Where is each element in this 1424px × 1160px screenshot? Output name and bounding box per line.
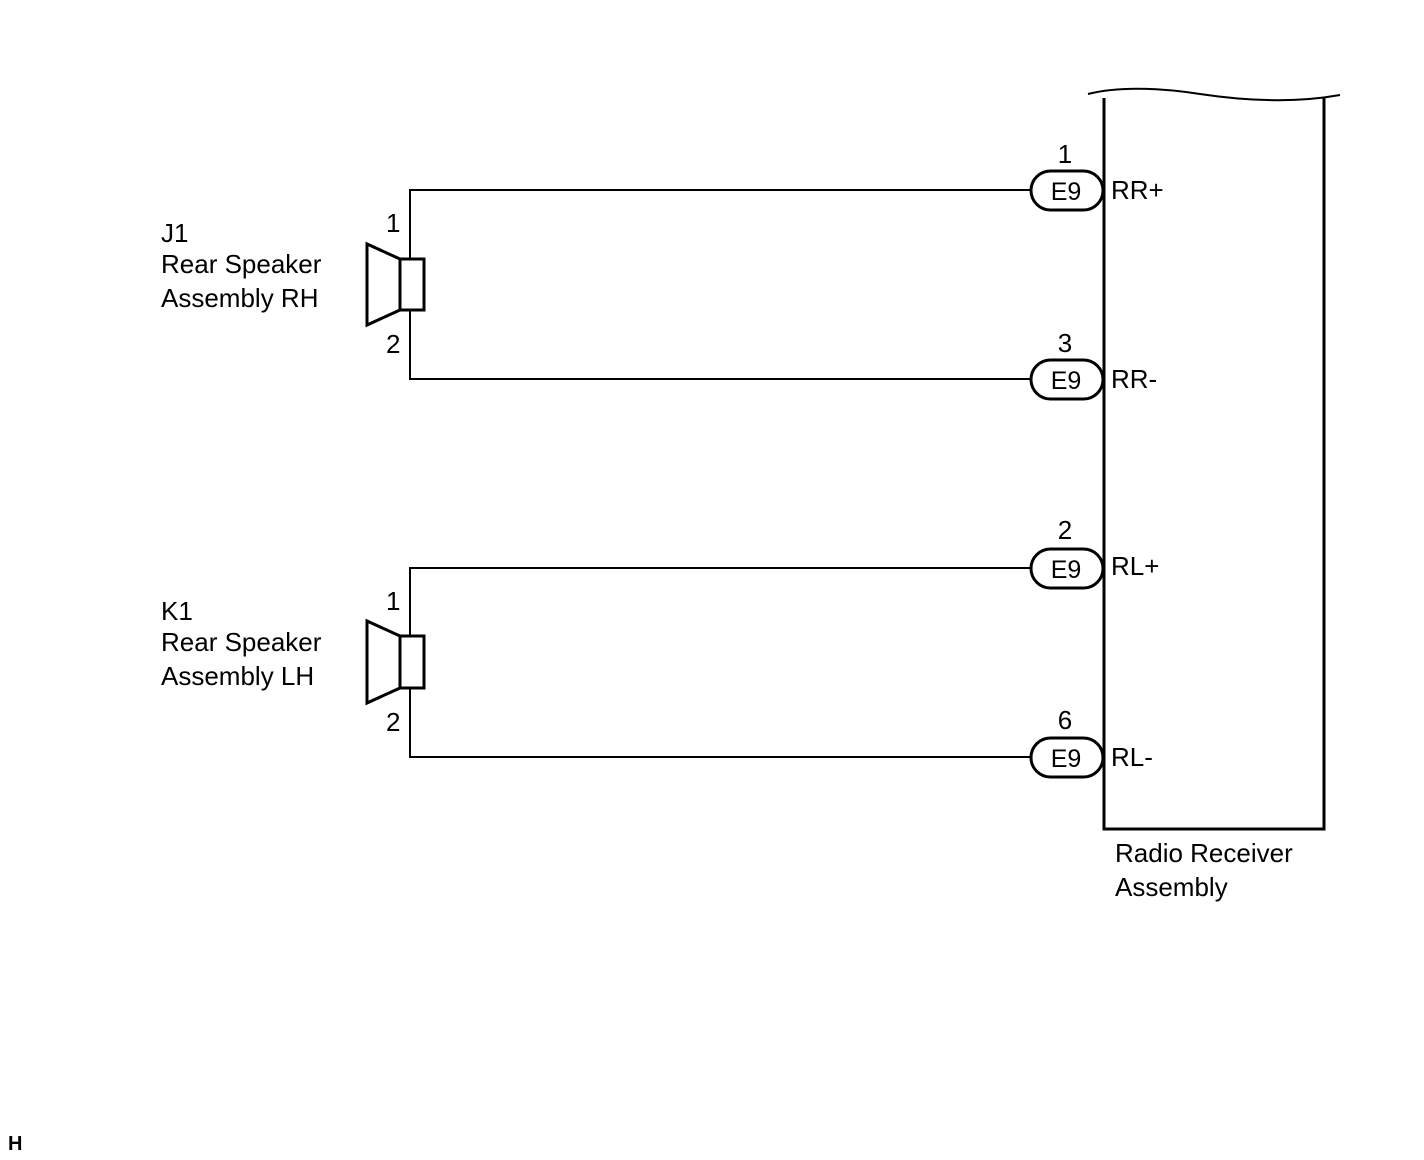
connector-oval <box>1029 736 1105 779</box>
speaker-pin-top: 1 <box>386 208 400 238</box>
receiver-box-break-line <box>1087 87 1341 102</box>
connector-label: E9 <box>1051 367 1082 395</box>
speaker-code: K1 <box>161 596 193 626</box>
connector-oval <box>1029 358 1105 401</box>
connector-label: E9 <box>1051 178 1082 206</box>
connector-label: E9 <box>1051 745 1082 773</box>
connector-pin-number: 2 <box>1058 515 1072 545</box>
terminal-label: RL- <box>1111 742 1153 772</box>
speaker-pin-bottom: 2 <box>386 707 400 737</box>
connector-rl-minus: 6 E9 RL- <box>1029 705 1153 779</box>
terminal-label: RL+ <box>1111 551 1159 581</box>
speaker-pin-bottom: 2 <box>386 329 400 359</box>
speaker-icon <box>365 618 426 706</box>
connector-rr-minus: 3 E9 RR- <box>1029 328 1157 401</box>
speaker-k1-lh: K1 Rear Speaker Assembly LH 1 2 <box>161 567 1031 758</box>
wire-rl-plus <box>409 567 1031 636</box>
speaker-name-line1: Rear Speaker <box>161 249 322 279</box>
connector-oval <box>1029 169 1105 212</box>
connector-oval <box>1029 547 1105 590</box>
speaker-code: J1 <box>161 218 188 248</box>
connector-pin-number: 3 <box>1058 328 1072 358</box>
terminal-label: RR- <box>1111 364 1157 394</box>
speaker-name-line1: Rear Speaker <box>161 627 322 657</box>
speaker-icon <box>365 241 426 328</box>
wire-rl-minus <box>409 688 1031 758</box>
receiver-name-line1: Radio Receiver <box>1115 838 1293 868</box>
receiver-box-outline <box>1102 98 1326 831</box>
wire-rr-minus <box>409 310 1031 380</box>
radio-receiver-assembly: Radio Receiver Assembly <box>1087 87 1341 902</box>
connector-rl-plus: 2 E9 RL+ <box>1029 515 1159 590</box>
speaker-pin-top: 1 <box>386 586 400 616</box>
connector-rr-plus: 1 E9 RR+ <box>1029 139 1164 212</box>
speaker-name-line2: Assembly LH <box>161 661 314 691</box>
connector-pin-number: 1 <box>1058 139 1072 169</box>
speaker-j1-rh: J1 Rear Speaker Assembly RH 1 2 <box>161 189 1031 380</box>
receiver-name-line2: Assembly <box>1115 872 1228 902</box>
speaker-name-line2: Assembly RH <box>161 283 318 313</box>
wire-rr-plus <box>409 189 1031 259</box>
connector-pin-number: 6 <box>1058 705 1072 735</box>
terminal-label: RR+ <box>1111 175 1164 205</box>
corner-mark: H <box>8 1133 22 1155</box>
connector-label: E9 <box>1051 556 1082 584</box>
